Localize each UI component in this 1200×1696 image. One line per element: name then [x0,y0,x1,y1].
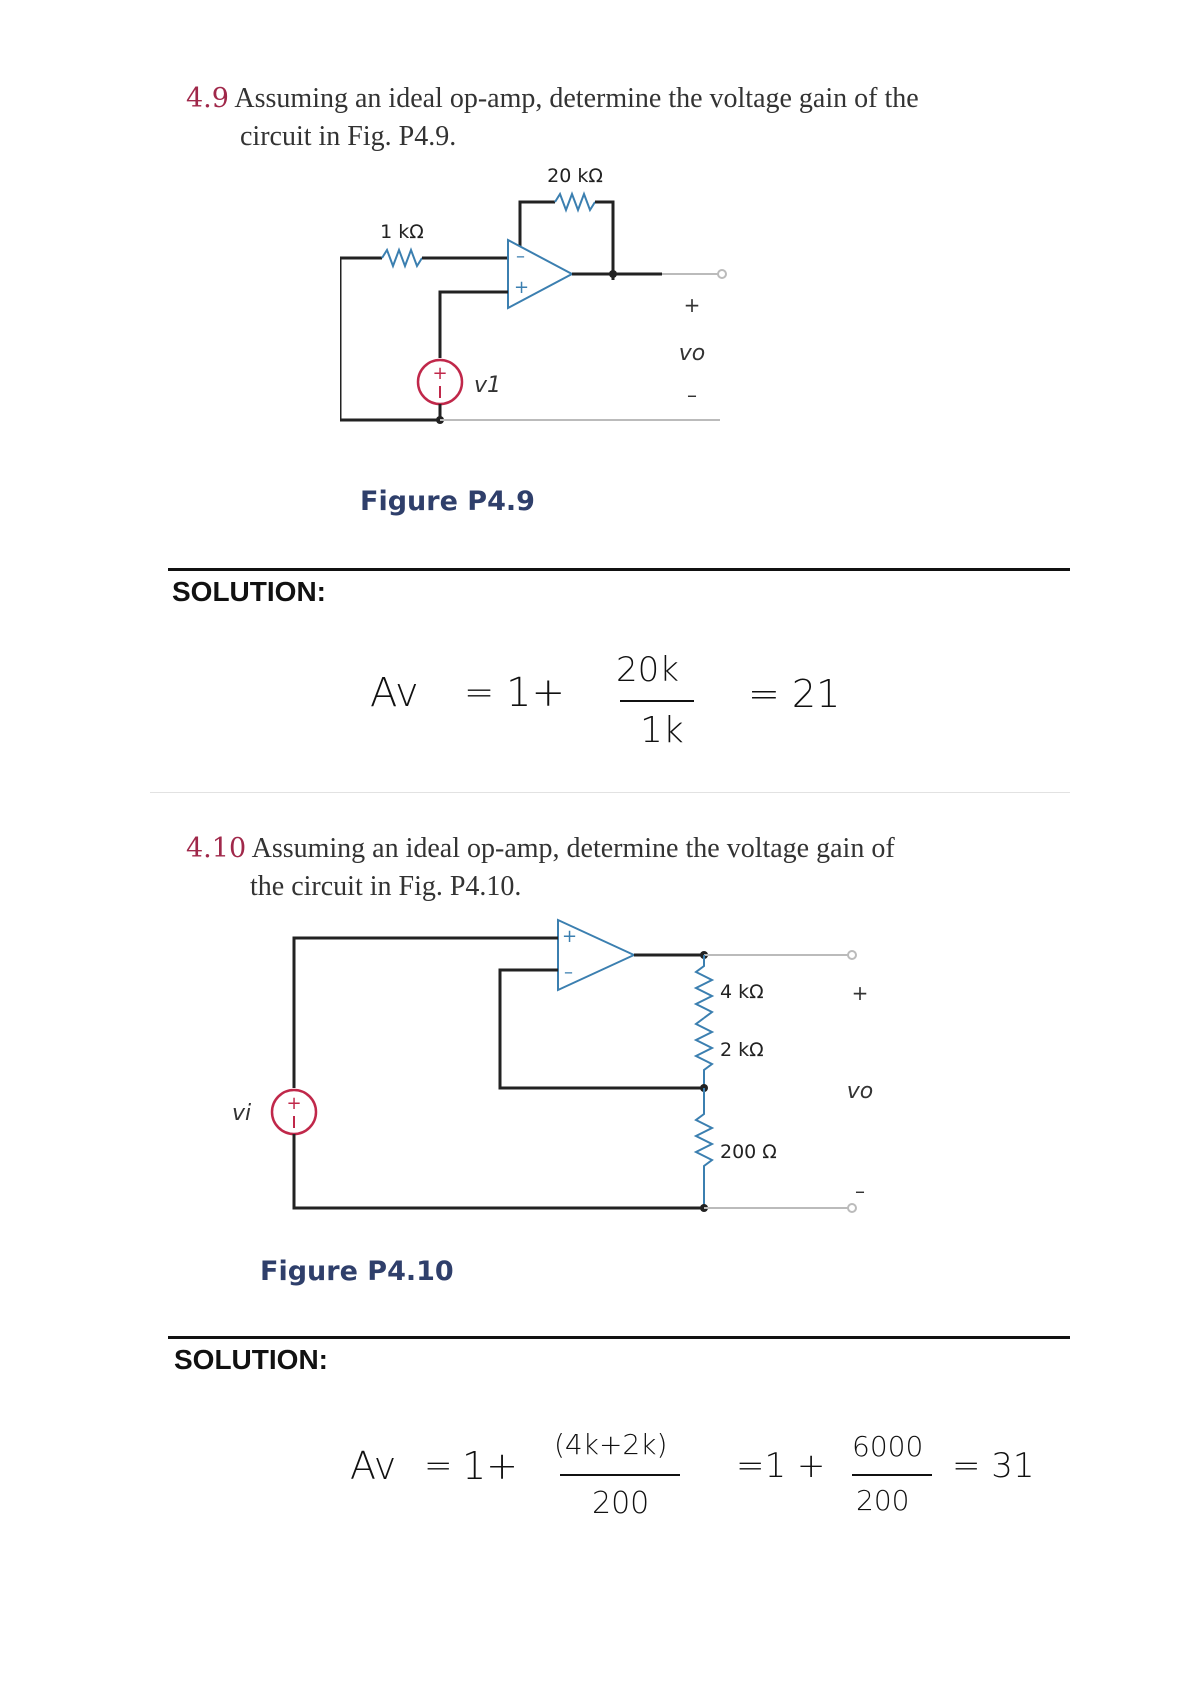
label-20k: 20 kΩ [547,165,603,187]
opamp-symbol [507,238,575,310]
opamp-plus: + [514,277,529,298]
solution2-result: = 31 [952,1446,1035,1486]
source-label-vi: vi [232,1101,251,1126]
solution1-one-plus: 1+ [506,670,565,716]
circuit-p4-10: + – 4 kΩ 2 kΩ 200 Ω + vi + vo – [232,918,873,1213]
divider-1 [168,568,1070,571]
figure-label-p4-9: Figure P4.9 [360,486,535,517]
solution1-numerator: 20k [616,650,679,690]
opamp-minus: – [564,962,573,983]
label-4k: 4 kΩ [720,981,764,1003]
resistor-200 [693,1088,715,1208]
source-label-v1: v1 [474,373,501,398]
label-2k: 2 kΩ [720,1039,764,1061]
opamp-symbol [557,918,637,992]
solution2-denominator1: 200 [592,1486,650,1521]
solution2-one-plus: 1+ [462,1444,519,1488]
label-200: 200 Ω [720,1141,777,1163]
source-plus-sign: + [432,363,447,384]
input-wire-left [340,256,382,420]
resistor-4k [693,955,715,1019]
solution2-fraction-bar1 [560,1474,680,1476]
noninverting-wire [438,290,508,358]
output-minus: – [855,1179,865,1203]
resistor-2k [693,1017,715,1088]
solution2-fraction-bar2 [852,1474,932,1476]
solution1-denominator: 1k [640,710,684,751]
inverting-feedback-wire [498,968,704,1090]
output-minus: – [687,383,697,407]
solution1-equation: Av = 1+ 20k 1k = 21 [370,650,870,780]
problem-number: 4.9 [186,83,229,114]
solution2-mid: =1 + [736,1446,826,1486]
section-separator [150,792,1070,793]
problem-number: 4.10 [186,833,247,864]
problem-text-line1: Assuming an ideal op-amp, determine the … [234,83,919,114]
output-plus: + [684,293,701,317]
solution2-equation: Av = 1+ (4k+2k) 200 =1 + 6000 200 = 31 [350,1428,1110,1542]
problem-4-10: 4.10 Assuming an ideal op-amp, determine… [186,830,946,906]
solution2-numerator1: (4k+2k) [554,1428,668,1461]
solution1-fraction-bar [620,700,694,702]
source-plus-sign: + [286,1093,301,1114]
solution1-result: = 21 [748,672,841,716]
output-terminal-bottom [847,1203,857,1213]
solution2-denominator2: 200 [856,1484,910,1517]
problem-text-line2: the circuit in Fig. P4.10. [250,871,522,902]
solution2-equals: = [424,1446,453,1486]
output-label-vo: vo [847,1079,873,1104]
output-label-vo: vo [679,341,705,366]
solution-heading-1: SOLUTION: [172,576,326,607]
solution1-lhs: Av [370,670,419,716]
feedback-resistor-20k [554,191,596,213]
feedback-wire [518,200,555,260]
output-terminal-top [847,950,857,960]
problem-text-line1: Assuming an ideal op-amp, determine the … [251,833,895,864]
problem-4-9: 4.9 Assuming an ideal op-amp, determine … [186,80,946,156]
label-1k: 1 kΩ [380,221,424,243]
output-terminal-top [717,269,727,279]
solution-heading-2: SOLUTION: [174,1344,328,1375]
problem-text-line2: circuit in Fig. P4.9. [240,121,457,152]
noninverting-wire [292,936,558,1088]
figure-label-p4-10: Figure P4.10 [260,1256,454,1287]
divider-2 [168,1336,1070,1339]
output-plus: + [852,981,869,1005]
node-feedback-output [609,270,617,278]
source-bottom-wire [292,1134,704,1210]
input-resistor-1k [381,247,423,269]
solution2-numerator2: 6000 [852,1430,924,1463]
opamp-minus: – [516,246,525,267]
solution2-lhs: Av [350,1444,397,1488]
opamp-plus: + [562,926,577,947]
feedback-wire-right [595,200,615,280]
circuit-p4-9: 20 kΩ 1 kΩ – + + v1 + vo – [340,165,727,424]
solution1-equals: = [464,672,495,713]
